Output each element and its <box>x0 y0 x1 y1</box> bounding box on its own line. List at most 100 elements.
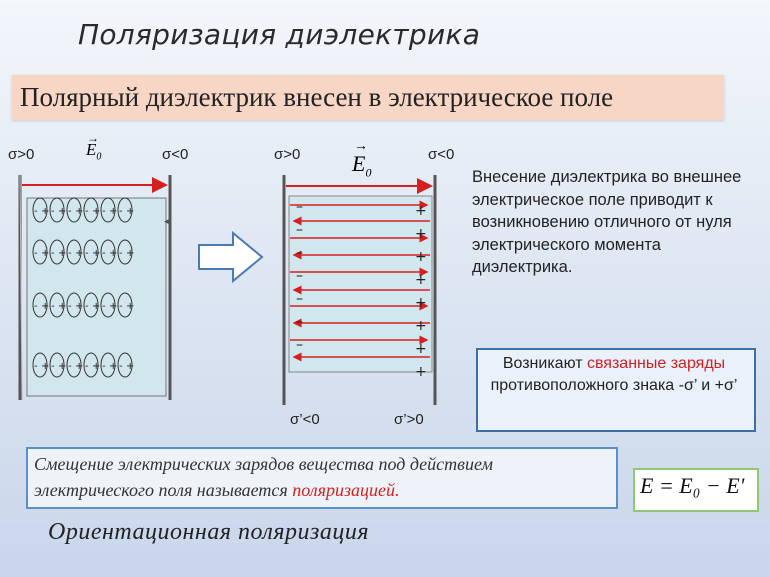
dipole-molecule <box>66 197 82 223</box>
svg-text:-: - <box>34 248 38 259</box>
dipole-molecule <box>117 292 133 318</box>
field-lines <box>290 200 430 362</box>
description-text: Внесение диэлектрика во внешнее электрич… <box>472 168 742 276</box>
svg-text:◂: ◂ <box>164 216 169 226</box>
svg-text:+: + <box>109 361 117 372</box>
dipole-group: -+-+-+-+-+-+-+-+-+-+-+-+-+-+-+-+-+-+-+-+… <box>32 197 134 378</box>
dipole-molecule <box>83 197 99 223</box>
svg-text:+: + <box>109 206 117 217</box>
svg-text:-: - <box>119 206 123 217</box>
svg-text:-: - <box>34 361 38 372</box>
transition-arrow-icon <box>198 230 264 284</box>
svg-text:-: - <box>119 361 123 372</box>
svg-text:-: - <box>51 361 55 372</box>
svg-text:+: + <box>92 301 100 312</box>
svg-text:-: - <box>34 206 38 217</box>
dipole-molecule <box>83 239 99 265</box>
dipole-molecule <box>83 352 99 378</box>
svg-text:+: + <box>92 206 100 217</box>
svg-text:+: + <box>92 248 100 259</box>
definition-text: Смещение электрических зарядов вещества … <box>34 454 493 500</box>
svg-text:+: + <box>75 361 83 372</box>
svg-text:-: - <box>51 301 55 312</box>
dipole-molecule <box>66 352 82 378</box>
right-dielectric-slab <box>288 195 433 373</box>
bound-charges-text: Возникают связанные заряды противоположн… <box>490 355 738 394</box>
right-sigma-negative-label: σ<0 <box>428 146 455 163</box>
svg-text:-: - <box>102 248 106 259</box>
dipole-molecule <box>66 239 82 265</box>
formula-box <box>633 468 759 512</box>
subtitle-text: Полярный диэлектрик внесен в электрическ… <box>20 82 614 112</box>
positive-bound-charge: + <box>415 295 427 311</box>
dipole-molecule <box>32 197 48 223</box>
induced-sigma-negative-label: σ’<0 <box>290 411 320 428</box>
right-sigma-positive-label: σ>0 <box>274 146 301 163</box>
negative-bound-charge: – <box>296 245 303 261</box>
svg-text:-: - <box>68 206 72 217</box>
svg-text:+: + <box>75 206 83 217</box>
svg-text:+: + <box>109 248 117 259</box>
negative-bound-charge: – <box>296 337 303 353</box>
left-field-label: → E0 <box>86 131 102 163</box>
svg-text:+: + <box>126 301 134 312</box>
svg-text:+: + <box>126 248 134 259</box>
definition-highlight: поляризацией. <box>292 480 400 500</box>
positive-bound-charge: + <box>415 341 427 357</box>
induced-sigma-positive-label: σ’>0 <box>394 411 424 428</box>
dipole-molecule <box>32 239 48 265</box>
svg-text:+: + <box>109 301 117 312</box>
positive-bound-charge: + <box>415 272 427 288</box>
negative-bound-charge: – <box>296 199 303 215</box>
svg-text:+: + <box>41 248 49 259</box>
svg-text:-: - <box>34 301 38 312</box>
dipole-molecule <box>32 292 48 318</box>
positive-bound-charge: + <box>415 249 427 265</box>
dipole-molecule <box>117 352 133 378</box>
svg-text:+: + <box>126 361 134 372</box>
svg-text:-: - <box>85 361 89 372</box>
svg-text:-: - <box>85 248 89 259</box>
dipole-molecule <box>117 239 133 265</box>
svg-text:-: - <box>68 248 72 259</box>
positive-bound-charge: + <box>415 364 427 380</box>
svg-text:+: + <box>58 248 66 259</box>
negative-bound-charge: – <box>296 291 303 307</box>
subtitle-banner <box>12 75 724 120</box>
svg-text:+: + <box>126 206 134 217</box>
dipole-molecule <box>100 352 116 378</box>
svg-text:+: + <box>58 301 66 312</box>
positive-bound-charge: + <box>415 226 427 242</box>
bound-charges-box <box>476 348 756 432</box>
svg-text:-: - <box>51 206 55 217</box>
svg-text:+: + <box>75 248 83 259</box>
dipole-molecule <box>83 292 99 318</box>
negative-bound-charge: – <box>296 268 303 284</box>
svg-text:+: + <box>41 361 49 372</box>
svg-text:+: + <box>58 361 66 372</box>
bottom-title: Ориентационная поляризация <box>48 519 370 545</box>
svg-text:-: - <box>51 248 55 259</box>
svg-text:-: - <box>119 248 123 259</box>
svg-text:+: + <box>41 301 49 312</box>
dipole-molecule <box>100 239 116 265</box>
page-title: Поляризация диэлектрика <box>78 18 481 51</box>
svg-text:-: - <box>85 301 89 312</box>
bound-charges: –––––––++++++++ <box>296 199 427 380</box>
bound-charges-highlight: связанные заряды <box>586 355 726 372</box>
negative-bound-charge: – <box>296 314 303 330</box>
svg-text:+: + <box>41 206 49 217</box>
dipole-molecule <box>100 197 116 223</box>
dipole-molecule <box>49 292 65 318</box>
svg-text:-: - <box>68 361 72 372</box>
svg-text:-: - <box>68 301 72 312</box>
formula-text: E = E₀ − E' <box>640 473 745 498</box>
positive-bound-charge: + <box>415 203 427 219</box>
svg-text:-: - <box>102 361 106 372</box>
negative-bound-charge: – <box>296 222 303 238</box>
definition-box <box>26 447 618 509</box>
svg-text:+: + <box>75 301 83 312</box>
dipole-molecule <box>49 352 65 378</box>
dipole-molecule <box>117 197 133 223</box>
